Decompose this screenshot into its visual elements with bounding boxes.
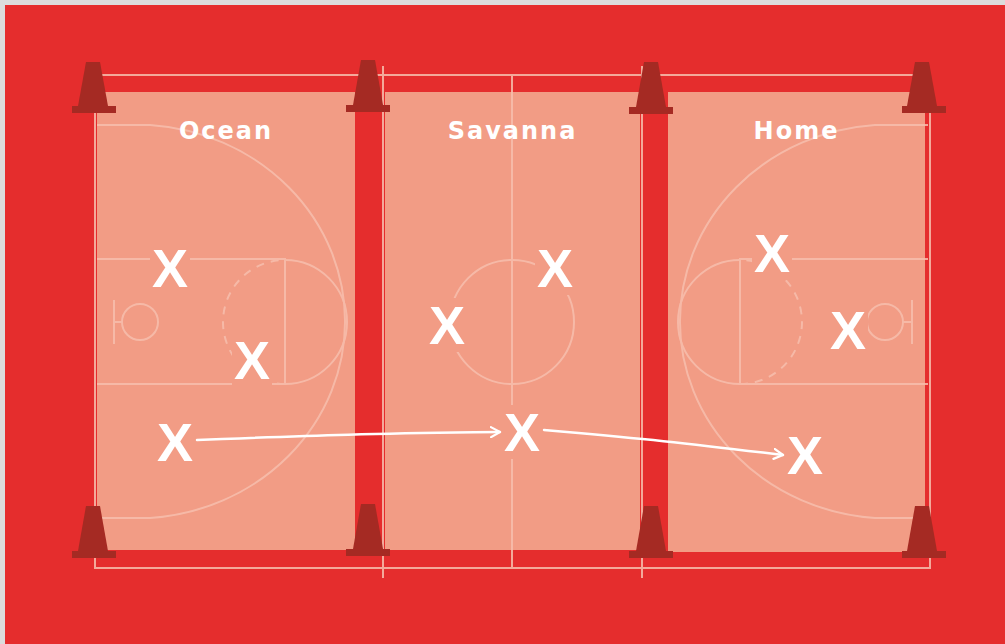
- movement-arrow: [544, 430, 783, 455]
- player-x: X: [155, 415, 195, 469]
- player-mark: X: [828, 303, 868, 357]
- player-mark: X: [502, 405, 542, 459]
- three-point-arc: [680, 125, 928, 518]
- cone: [353, 504, 383, 549]
- zone-box: SavannaXXX: [385, 92, 640, 550]
- movement-arrow: [197, 432, 500, 440]
- hoop: [122, 304, 158, 340]
- player-x: X: [785, 428, 825, 482]
- zone-title: Ocean: [97, 116, 355, 146]
- cone: [636, 62, 666, 107]
- cone-base: [902, 551, 946, 558]
- player-mark: X: [752, 226, 792, 280]
- player-mark: X: [155, 415, 195, 469]
- player-x: X: [535, 241, 575, 295]
- zone-fill: [97, 92, 355, 550]
- cone-base: [346, 105, 390, 112]
- half-court-line: [511, 75, 513, 568]
- free-throw-arc: [285, 260, 347, 384]
- zone-box: OceanXXX: [97, 92, 355, 550]
- court-lines: [95, 66, 930, 578]
- cone: [353, 60, 383, 105]
- rim-stub: [903, 321, 912, 323]
- player-mark: X: [785, 428, 825, 482]
- cone: [907, 62, 937, 106]
- rim-stub: [114, 321, 122, 323]
- hoop: [867, 304, 903, 340]
- player-mark: X: [535, 241, 575, 295]
- cone: [78, 506, 108, 551]
- cone-base: [72, 106, 116, 113]
- zone-title: Savanna: [385, 116, 640, 146]
- player-mark: X: [232, 333, 272, 387]
- cone-base: [72, 551, 116, 558]
- cone: [78, 62, 108, 106]
- player-x: X: [150, 241, 190, 295]
- cone-base: [629, 107, 673, 114]
- player-mark: X: [150, 241, 190, 295]
- player-x: X: [427, 298, 467, 352]
- cone-base: [346, 549, 390, 556]
- cone-base: [902, 106, 946, 113]
- cone: [907, 506, 937, 551]
- zone-fill: [668, 92, 925, 552]
- cones: [72, 60, 946, 558]
- player-x: X: [752, 226, 792, 280]
- player-mark: X: [427, 298, 467, 352]
- player-x: X: [828, 303, 868, 357]
- floor: [5, 5, 1005, 644]
- cone: [636, 506, 666, 551]
- court-line: [382, 66, 384, 578]
- court-outline: [95, 75, 930, 568]
- court-line: [641, 66, 643, 578]
- three-point-arc: [97, 125, 345, 518]
- zone-title: Home: [668, 116, 925, 146]
- zone-box: HomeXXX: [668, 92, 925, 552]
- player-x: X: [232, 333, 272, 387]
- free-throw-arc: [678, 260, 740, 384]
- player-x: X: [502, 405, 542, 459]
- cone-base: [629, 551, 673, 558]
